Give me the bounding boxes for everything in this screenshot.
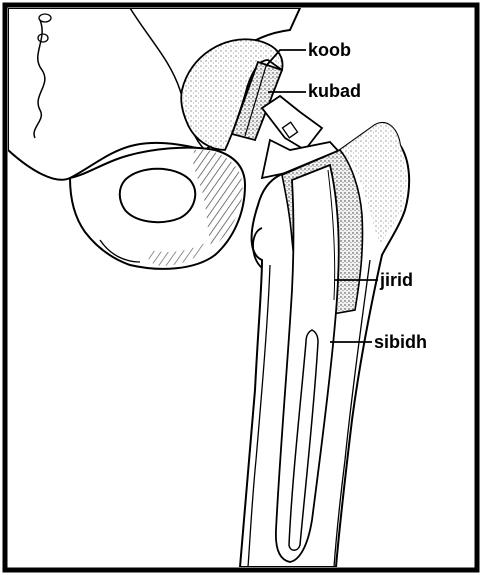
label-stem: sibidh — [374, 332, 427, 352]
label-cup: koob — [308, 40, 351, 60]
obturator-foramen — [120, 169, 195, 222]
label-cement: jirid — [379, 270, 413, 290]
label-liner: kubad — [308, 81, 361, 101]
